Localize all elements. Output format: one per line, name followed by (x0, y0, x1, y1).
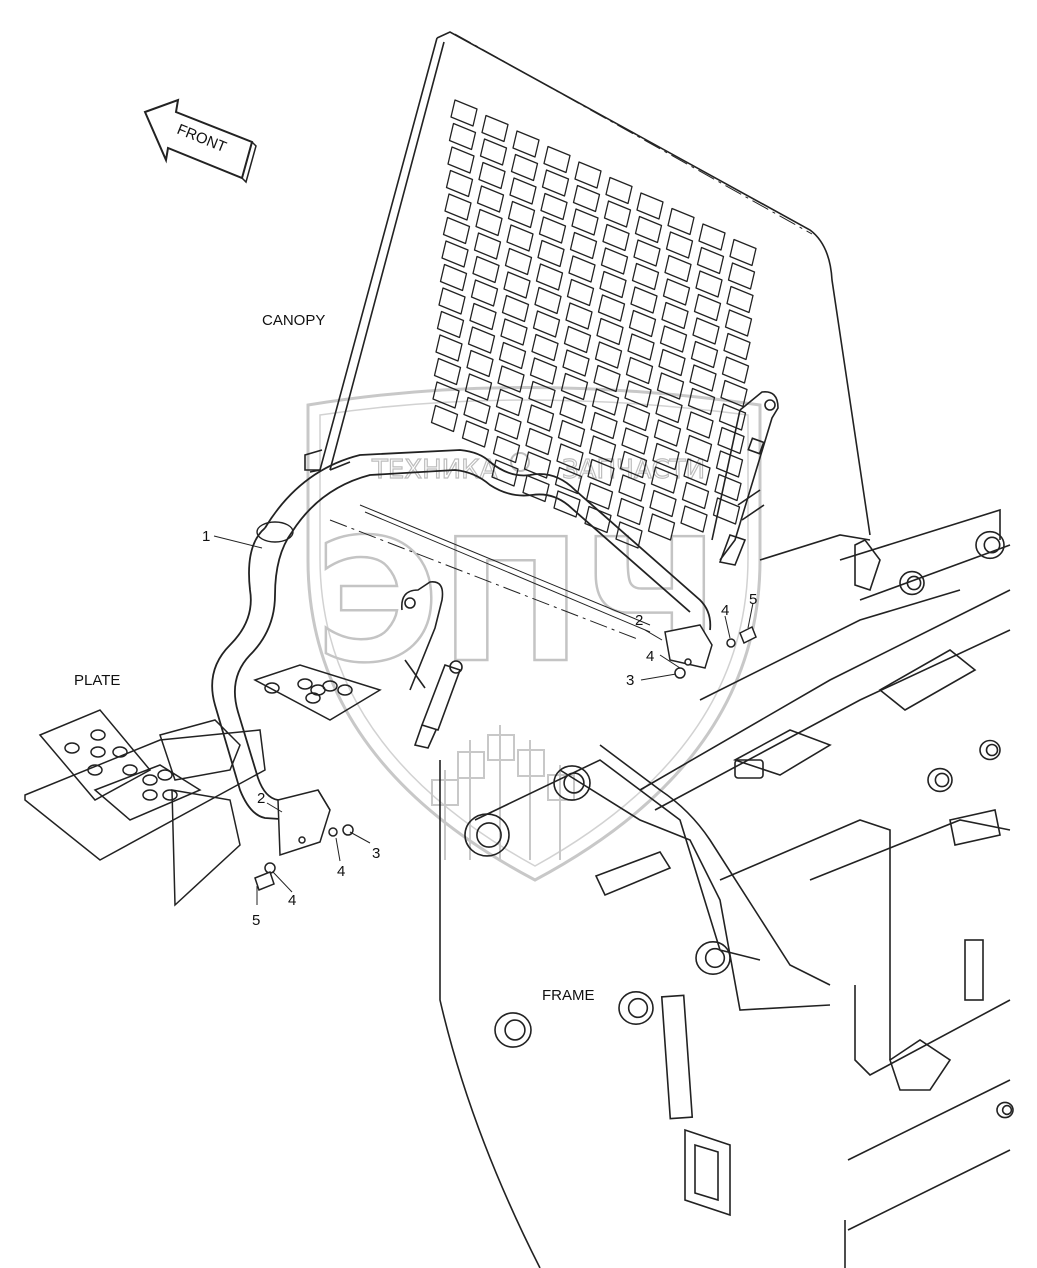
bracket-right (664, 624, 757, 679)
wheat-icon (431, 725, 575, 860)
canopy-mesh-grid (430, 99, 757, 549)
callout-1: 1 (202, 528, 210, 545)
front-arrow: FRONT (143, 98, 257, 184)
gas-strut-right (711, 391, 779, 566)
watermark-right-word: ЗАПЧАСТИ (562, 455, 705, 485)
watermark-left-word: ТЕХНИКА (371, 455, 498, 485)
gear-icon (510, 452, 530, 472)
callout-4-right-a: 4 (646, 648, 654, 665)
gas-strut-left (401, 581, 463, 749)
canopy-guard-panel (304, 31, 871, 641)
callout-2-right: 2 (635, 612, 643, 629)
frame-label: FRAME (542, 987, 595, 1004)
callout-5-right: 5 (749, 591, 757, 608)
callout-3-left: 3 (372, 845, 380, 862)
callout-4-left-b: 4 (288, 892, 296, 909)
floor-plate (24, 664, 382, 907)
watermark-letters: ЭПЧ (315, 503, 719, 701)
frame-bosses (464, 530, 1014, 1119)
grab-bar (211, 449, 712, 823)
loader-frame (439, 508, 1014, 1268)
canopy-label: CANOPY (262, 312, 325, 329)
callout-2-left: 2 (257, 790, 265, 807)
callout-5-left: 5 (252, 912, 260, 929)
callout-leaders (213, 535, 754, 905)
plate-holes (64, 678, 353, 801)
callout-4-left-a: 4 (337, 863, 345, 880)
callout-4-right-b: 4 (721, 602, 729, 619)
bracket-left (254, 789, 354, 891)
plate-label: PLATE (74, 672, 120, 689)
watermark: ТЕХНИКА ЗАПЧАСТИ ЭПЧ (306, 386, 762, 882)
callout-3-right: 3 (626, 672, 634, 689)
